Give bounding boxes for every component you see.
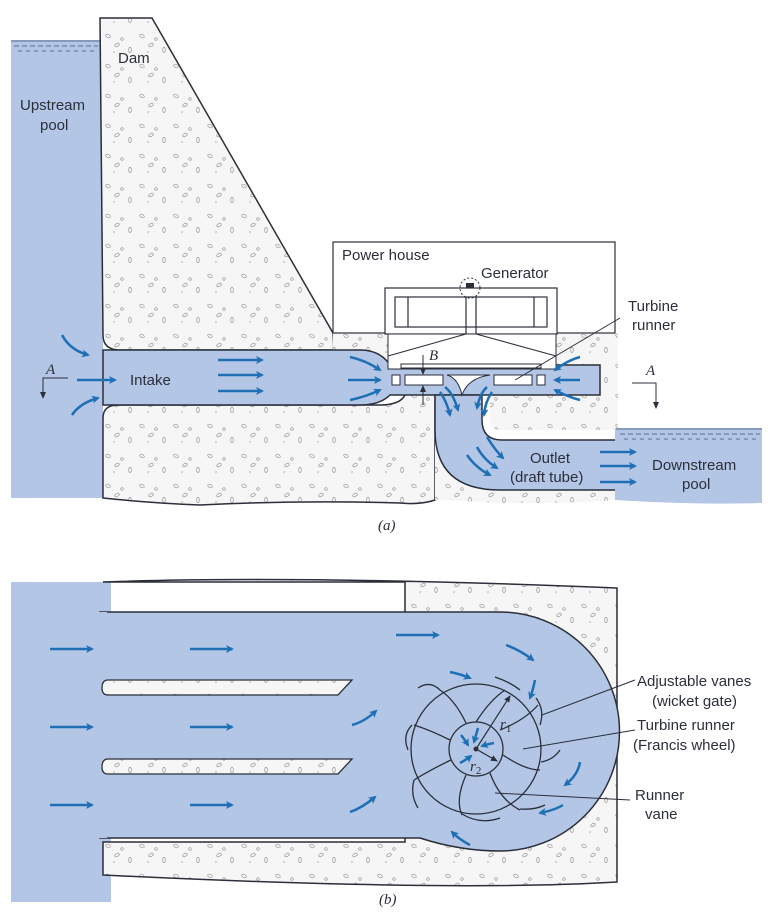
downstream-pool — [615, 428, 762, 504]
section-mark-left — [40, 377, 68, 399]
label-upstream-pool: pool — [40, 117, 68, 134]
label-wicket-gate: (wicket gate) — [652, 693, 737, 710]
r1-dimension — [475, 695, 511, 750]
label-draft-tube: (draft tube) — [510, 469, 583, 486]
label-downstream: Downstream — [652, 457, 736, 474]
label-turbine-runner: Turbine runner — [637, 717, 735, 734]
generator-housing — [384, 287, 558, 335]
water-surface-downstream — [616, 428, 762, 440]
francis-wheel — [405, 676, 561, 822]
label-section-a-right: A — [645, 363, 656, 379]
label-generator: Generator — [481, 265, 549, 282]
channel-water — [99, 611, 621, 852]
label-dam: Dam — [118, 50, 150, 67]
flow-arrows-a — [60, 334, 637, 486]
label-r1: r1 — [500, 717, 511, 735]
label-upstream: Upstream — [20, 97, 85, 114]
label-vane: vane — [645, 806, 678, 823]
turbine-runner — [404, 374, 444, 386]
label-francis-wheel: (Francis wheel) — [633, 737, 736, 754]
label-downstream-pool: pool — [682, 476, 710, 493]
dam-body — [99, 17, 334, 351]
label-runner: runner — [632, 317, 675, 334]
label-adjustable-vanes: Adjustable vanes — [637, 673, 751, 690]
label-section-a-left: A — [45, 362, 56, 378]
label-runner: Runner — [635, 787, 684, 804]
figure-a: Dam Upstream pool Power house Generator … — [11, 17, 762, 534]
label-b: B — [429, 348, 438, 364]
label-power-house: Power house — [342, 247, 430, 264]
flow-arrows-b — [50, 631, 582, 847]
splitter-lower — [101, 758, 354, 775]
section-mark-right — [632, 382, 659, 409]
water-surface-upstream — [11, 40, 100, 52]
caption-a: (a) — [378, 518, 396, 534]
label-intake: Intake — [130, 372, 171, 389]
splitter-upper — [101, 679, 354, 696]
draft-tube — [434, 394, 619, 491]
figure-b: Adjustable vanes (wicket gate) Turbine r… — [11, 578, 751, 908]
generator-icon — [459, 277, 481, 299]
label-outlet: Outlet — [530, 450, 571, 467]
upstream-pool — [11, 40, 103, 498]
r2-dimension — [475, 748, 498, 762]
caption-b: (b) — [379, 892, 397, 908]
label-turbine: Turbine — [628, 298, 678, 315]
label-r2: r2 — [470, 759, 481, 777]
